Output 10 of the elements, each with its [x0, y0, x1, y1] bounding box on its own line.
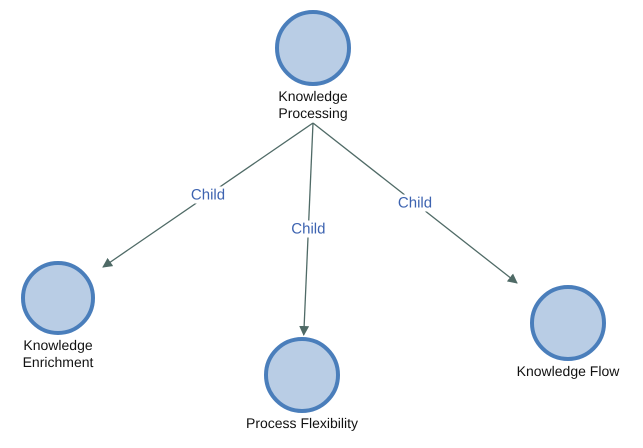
- node-label: Knowledge Flow: [516, 363, 620, 380]
- edge-label: Child: [396, 194, 434, 212]
- arrow: [299, 122, 314, 336]
- edge-label: Child: [188, 186, 228, 204]
- node-label: Knowledge Enrichment: [22, 337, 94, 371]
- arrow: [312, 122, 518, 284]
- arrow: [102, 122, 314, 268]
- node-label: Knowledge Processing: [277, 88, 349, 122]
- node-label: Process Flexibility: [246, 415, 358, 432]
- edge-label: Child: [289, 220, 328, 238]
